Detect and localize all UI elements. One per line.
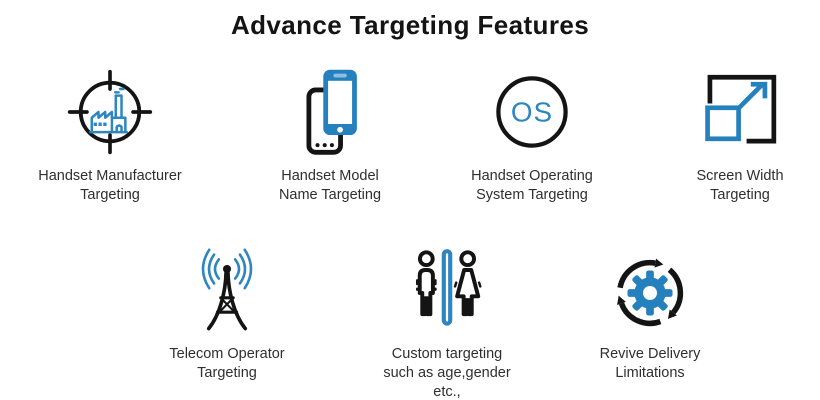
label-line: Custom targeting [391, 346, 503, 362]
target-factory-icon [67, 69, 153, 155]
label-line: Screen Width [696, 168, 784, 184]
divider-bar [441, 249, 453, 326]
page-title: Advance Targeting Features [230, 10, 590, 40]
icon-wrap [127, 246, 327, 340]
label-line: Limitations [615, 365, 685, 381]
screen-resize-arrow-icon [705, 74, 777, 144]
label-line: Handset Model [281, 168, 379, 184]
signal-waves [201, 248, 253, 290]
label-line: etc., [433, 384, 461, 400]
feature-label: Handset Model Name Targeting [230, 167, 430, 205]
feature-label: Screen Width Targeting [640, 167, 820, 205]
icon-wrap [347, 246, 547, 340]
male-female-divider-icon [415, 249, 482, 326]
icon-wrap [640, 62, 820, 162]
feature-revive-delivery: Revive Delivery Limitations [550, 246, 750, 383]
label-line: such as age,gender [383, 365, 511, 381]
os-circle-icon: OS [496, 76, 568, 148]
label-line: Handset Operating [471, 168, 593, 184]
feature-label: Revive Delivery Limitations [550, 345, 750, 383]
label-line: Revive Delivery [599, 346, 701, 362]
icon-wrap [230, 62, 430, 162]
label-line: Name Targeting [278, 187, 382, 203]
os-text: OS [511, 97, 553, 128]
feature-handset-os: OS Handset Operating System Targeting [432, 62, 632, 205]
feature-handset-model: Handset Model Name Targeting [230, 62, 430, 205]
label-line: System Targeting [476, 187, 588, 203]
label-line: Handset Manufacturer [38, 168, 182, 184]
feature-screen-width: Screen Width Targeting [640, 62, 820, 205]
dual-smartphone-icon [306, 69, 357, 155]
refresh-arrows [617, 259, 684, 327]
feature-label: Telecom Operator Targeting [127, 345, 327, 383]
label-line: Targeting [197, 365, 257, 381]
feature-label: Handset Operating System Targeting [432, 167, 632, 205]
gear-refresh-icon [617, 258, 684, 327]
label-line: Targeting [80, 187, 140, 203]
feature-handset-manufacturer: Handset Manufacturer Targeting [10, 62, 210, 205]
feature-telecom-operator: Telecom Operator Targeting [127, 246, 327, 383]
signal-tower-icon [201, 248, 253, 331]
feature-label: Custom targeting such as age,gender etc.… [347, 345, 547, 400]
icon-wrap [10, 62, 210, 162]
label-line: Targeting [710, 187, 770, 203]
label-line: Telecom Operator [169, 346, 285, 362]
factory-glyph [89, 87, 129, 134]
icon-wrap [550, 246, 750, 340]
feature-label: Handset Manufacturer Targeting [10, 167, 210, 205]
icon-wrap: OS [432, 62, 632, 162]
feature-custom-targeting: Custom targeting such as age,gender etc.… [347, 246, 547, 400]
